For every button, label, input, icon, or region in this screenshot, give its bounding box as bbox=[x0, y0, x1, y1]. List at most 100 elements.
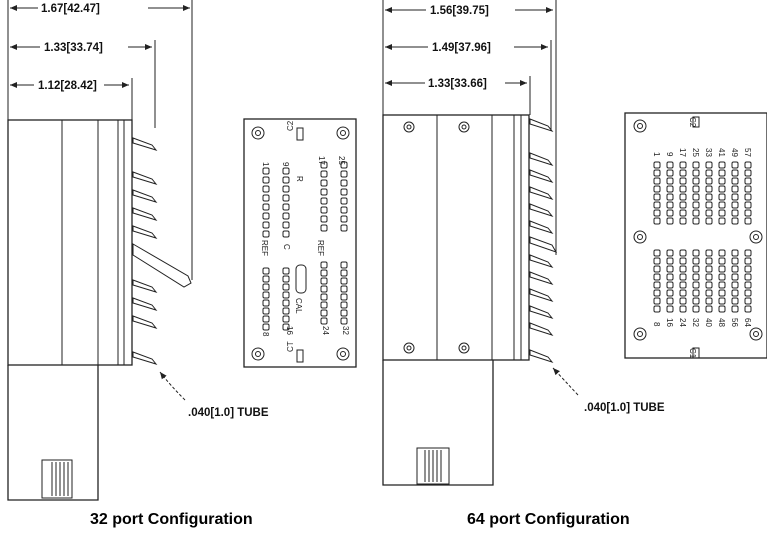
pad bbox=[744, 297, 752, 305]
pad bbox=[705, 185, 713, 193]
pad bbox=[731, 193, 739, 201]
pad bbox=[692, 281, 700, 289]
right-board-col2-top: 9 bbox=[665, 152, 674, 157]
pad bbox=[666, 305, 674, 313]
pad bbox=[731, 209, 739, 217]
pad bbox=[718, 249, 726, 257]
pad bbox=[679, 161, 687, 169]
right-board-c1-label: C1 bbox=[688, 348, 697, 359]
pad bbox=[653, 217, 661, 225]
pad bbox=[692, 305, 700, 313]
pad bbox=[718, 217, 726, 225]
pad bbox=[692, 273, 700, 281]
pad bbox=[666, 281, 674, 289]
pad bbox=[666, 161, 674, 169]
pad bbox=[262, 267, 270, 275]
pad bbox=[744, 273, 752, 281]
pad bbox=[653, 249, 661, 257]
pad bbox=[340, 285, 348, 293]
pad bbox=[718, 185, 726, 193]
pad bbox=[340, 269, 348, 277]
pad bbox=[692, 177, 700, 185]
pad bbox=[282, 299, 290, 307]
pad bbox=[653, 289, 661, 297]
pad bbox=[692, 169, 700, 177]
pad bbox=[718, 209, 726, 217]
left-board-r-label: R bbox=[295, 176, 304, 182]
pad bbox=[262, 203, 270, 211]
left-board-col4-top: 25 bbox=[337, 156, 346, 165]
right-dim-body: 1.33[33.66] bbox=[428, 78, 487, 90]
pad bbox=[692, 209, 700, 217]
pad bbox=[679, 193, 687, 201]
pad bbox=[320, 215, 328, 223]
pad bbox=[262, 185, 270, 193]
pad bbox=[692, 297, 700, 305]
left-caption: 32 port Configuration bbox=[90, 511, 253, 528]
pad bbox=[340, 317, 348, 325]
pad bbox=[666, 201, 674, 209]
pad bbox=[705, 217, 713, 225]
pad bbox=[731, 281, 739, 289]
left-tube-label: .040[1.0] TUBE bbox=[188, 407, 269, 419]
pad bbox=[282, 307, 290, 315]
pad bbox=[653, 201, 661, 209]
left-dim-body: 1.12[28.42] bbox=[38, 80, 97, 92]
pad bbox=[340, 224, 348, 232]
right-board-col1-top: 1 bbox=[652, 152, 661, 157]
left-board-ref-label-1: REF bbox=[260, 240, 269, 256]
pad bbox=[744, 161, 752, 169]
pad bbox=[705, 297, 713, 305]
pad bbox=[666, 297, 674, 305]
pad bbox=[262, 307, 270, 315]
pad bbox=[666, 185, 674, 193]
pad bbox=[340, 197, 348, 205]
pad bbox=[705, 249, 713, 257]
pad bbox=[731, 305, 739, 313]
right-dim-overall: 1.56[39.75] bbox=[430, 5, 489, 17]
pad bbox=[744, 217, 752, 225]
left-board-c2-label: C2 bbox=[286, 120, 295, 131]
pad bbox=[718, 161, 726, 169]
left-board-cal-label: CAL bbox=[294, 298, 303, 314]
right-tube-label: .040[1.0] TUBE bbox=[584, 402, 665, 414]
pad bbox=[320, 309, 328, 317]
left-board-col1-top: 1 bbox=[261, 162, 270, 167]
pad bbox=[320, 179, 328, 187]
pad bbox=[679, 185, 687, 193]
right-board bbox=[624, 112, 767, 359]
pad bbox=[282, 212, 290, 220]
pad bbox=[718, 169, 726, 177]
pad bbox=[653, 161, 661, 169]
left-board-col3-bottom: 24 bbox=[321, 326, 330, 335]
pad bbox=[718, 305, 726, 313]
right-board-col7-bottom: 56 bbox=[730, 318, 739, 327]
pad bbox=[340, 170, 348, 178]
pad bbox=[705, 289, 713, 297]
pad bbox=[679, 209, 687, 217]
pad bbox=[262, 212, 270, 220]
pad bbox=[744, 257, 752, 265]
pad bbox=[340, 206, 348, 214]
left-tubes bbox=[132, 137, 192, 365]
pad bbox=[320, 188, 328, 196]
pad bbox=[653, 193, 661, 201]
pad bbox=[744, 169, 752, 177]
pad bbox=[705, 305, 713, 313]
pad bbox=[692, 161, 700, 169]
left-board-col4-bottom: 32 bbox=[341, 326, 350, 335]
pad bbox=[718, 273, 726, 281]
pad bbox=[653, 185, 661, 193]
pad bbox=[692, 193, 700, 201]
pad bbox=[666, 217, 674, 225]
pad bbox=[340, 161, 348, 169]
left-board-holes bbox=[251, 126, 350, 361]
left-board-pads bbox=[262, 161, 348, 331]
pad bbox=[731, 217, 739, 225]
pad bbox=[320, 161, 328, 169]
pad bbox=[320, 170, 328, 178]
pad bbox=[282, 291, 290, 299]
pad bbox=[666, 177, 674, 185]
pad bbox=[282, 185, 290, 193]
pad bbox=[320, 206, 328, 214]
